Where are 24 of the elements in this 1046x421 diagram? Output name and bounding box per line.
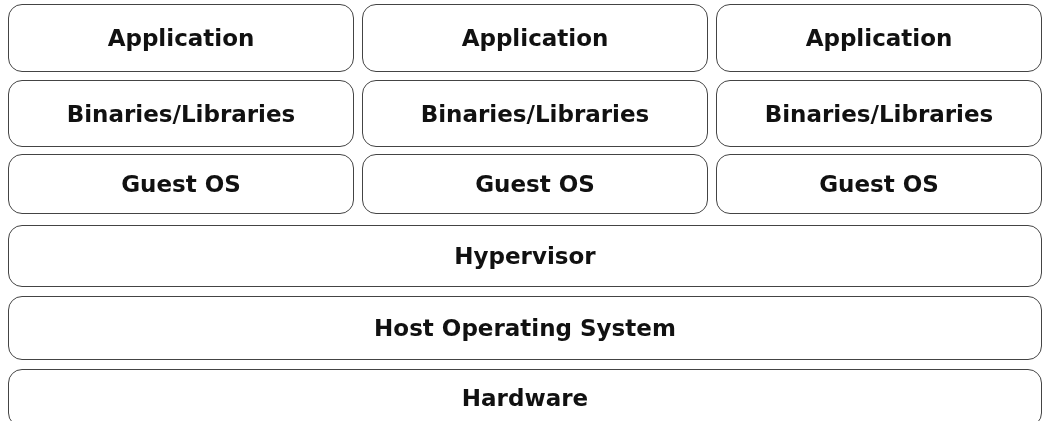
layer-box <box>362 80 708 147</box>
layer-box <box>362 154 708 214</box>
layer-label: Binaries/Libraries <box>66 100 296 127</box>
layer-label: Application <box>805 25 953 51</box>
layer-label: Binaries/Libraries <box>420 100 650 127</box>
layer-label: Host Operating System <box>374 315 676 341</box>
layer-box <box>8 80 354 147</box>
layer-box <box>8 225 1042 287</box>
layer-label: Guest OS <box>819 171 939 197</box>
layer-box <box>716 80 1042 147</box>
layer-box <box>716 154 1042 214</box>
layer-box <box>8 4 354 72</box>
layer-box <box>8 154 354 214</box>
layer-label: Hardware <box>461 385 589 411</box>
layer-label: Guest OS <box>121 171 241 197</box>
layer-box <box>8 296 1042 360</box>
layer-label: Application <box>107 25 255 51</box>
layer-box <box>8 369 1042 421</box>
layer-box <box>716 4 1042 72</box>
layer-label: Application <box>461 25 609 51</box>
layer-label: Guest OS <box>475 171 595 197</box>
layer-box <box>362 4 708 72</box>
layer-label: Binaries/Libraries <box>764 100 994 127</box>
layer-label: Hypervisor <box>454 243 596 269</box>
